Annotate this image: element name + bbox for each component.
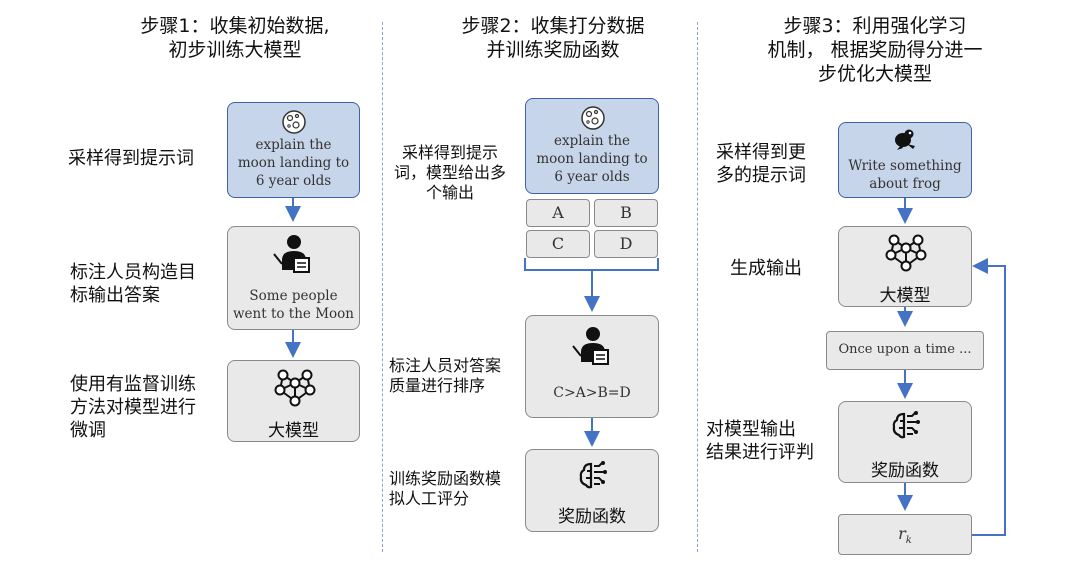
step1-model-box: 大模型 — [227, 360, 360, 442]
output-option-a: A — [526, 199, 590, 227]
score-subscript: k — [905, 535, 912, 547]
annotator-icon — [572, 327, 609, 365]
step1-title: 步骤1：收集初始数据, 初步训练大模型 — [140, 15, 330, 61]
step1-demo-text: Some people went to the Moon — [233, 288, 354, 322]
brain-circuit-icon — [579, 461, 607, 489]
step3-reward-box: 奖励函数 — [838, 401, 972, 483]
step1-prompt-text: explain the moon landing to 6 year olds — [237, 137, 350, 189]
step1-prompt-box: explain the moon landing to 6 year olds — [227, 102, 360, 198]
step2-prompt-text: explain the moon landing to 6 year olds — [536, 133, 648, 185]
step3-label-evaluate: 对模型输出 结果进行评判 — [706, 419, 814, 463]
step3-prompt-box: Write something about frog — [838, 122, 972, 198]
output-option-d: D — [594, 230, 658, 258]
step1-label-finetune: 使用有监督训练 方法对模型进行 微调 — [70, 374, 196, 441]
score-letter: r — [898, 524, 906, 543]
step3-output-box: Once upon a time ... — [826, 331, 984, 370]
step3-model-box: 大模型 — [838, 226, 972, 307]
divider-1 — [382, 22, 383, 552]
frog-icon — [895, 129, 915, 150]
step1-label-annotate: 标注人员构造目 标输出答案 — [70, 262, 196, 306]
neural-network-icon — [274, 369, 316, 407]
ranking-text: C>A>B=D — [553, 385, 631, 401]
step3-score-box: rk — [838, 514, 972, 555]
neural-network-icon — [885, 234, 927, 272]
output-option-c: C — [526, 230, 590, 258]
step1-label-sample: 采样得到提示词 — [68, 148, 194, 169]
step2-reward-label: 奖励函数 — [558, 507, 626, 527]
step3-output-text: Once upon a time ... — [838, 342, 972, 357]
step3-label-sample: 采样得到更 多的提示词 — [716, 142, 806, 186]
step2-rank-box: C>A>B=D — [525, 315, 659, 418]
moon-icon — [282, 110, 306, 134]
step3-label-generate: 生成输出 — [730, 258, 802, 279]
step2-label-train: 训练奖励函数模 拟人工评分 — [389, 469, 502, 508]
step3-prompt-text: Write something about frog — [848, 158, 962, 192]
step2-reward-box: 奖励函数 — [525, 449, 659, 532]
output-option-b: B — [594, 199, 658, 227]
step2-label-sample: 采样得到提示 词，模型给出多 个输出 — [394, 143, 507, 202]
divider-2 — [697, 22, 698, 552]
step1-demo-box: Some people went to the Moon — [227, 226, 360, 330]
brain-circuit-icon — [892, 411, 920, 439]
step2-label-rank: 标注人员对答案 质量进行排序 — [389, 356, 502, 395]
step2-title: 步骤2：收集打分数据 并训练奖励函数 — [461, 15, 645, 61]
step3-model-label: 大模型 — [879, 286, 931, 306]
moon-icon — [581, 106, 605, 130]
step1-model-label: 大模型 — [268, 421, 319, 441]
step2-prompt-box: explain the moon landing to 6 year olds — [525, 98, 659, 194]
annotator-icon — [273, 235, 310, 273]
score-symbol: rk — [839, 524, 971, 546]
step3-title: 步骤3：利用强化学习 机制， 根据奖励得分进一 步优化大模型 — [767, 15, 983, 85]
step3-reward-label: 奖励函数 — [871, 461, 939, 481]
